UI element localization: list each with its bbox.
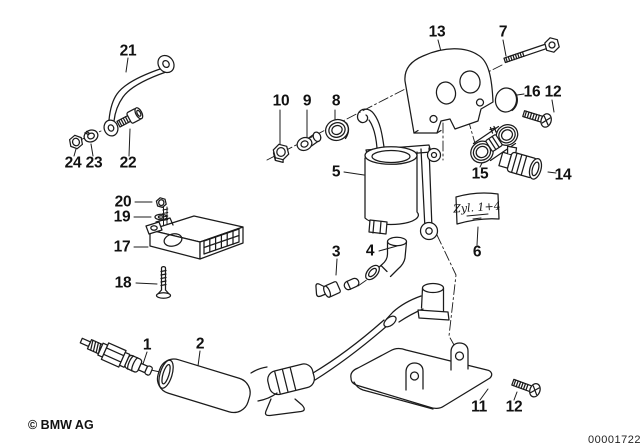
copyright-text: © BMW AG [28, 418, 94, 432]
nut-20-drawing [155, 197, 167, 209]
part-callout-4[interactable]: 4 [365, 242, 375, 260]
nut-24-drawing [68, 134, 84, 150]
nut-10-drawing [272, 143, 290, 164]
part-callout-18[interactable]: 18 [114, 274, 132, 292]
part-callout-23[interactable]: 23 [85, 154, 103, 172]
part-callout-20[interactable]: 20 [114, 193, 132, 211]
ground-strap-drawing [103, 54, 175, 137]
part-callout-24[interactable]: 24 [64, 154, 82, 172]
part-callout-19[interactable]: 19 [113, 208, 131, 226]
cylinder-tag-drawing [455, 192, 500, 225]
diagram-id-text: 00001722 [588, 434, 640, 446]
washer-23-drawing [83, 129, 99, 143]
grommet-8-drawing [325, 118, 350, 142]
part-callout-7[interactable]: 7 [498, 23, 508, 41]
bushing-9-drawing [296, 131, 322, 152]
screw-18-drawing [155, 265, 172, 299]
terminal-clip-drawing [315, 277, 360, 298]
part-callout-13[interactable]: 13 [428, 23, 446, 41]
part-callout-8[interactable]: 8 [331, 92, 341, 110]
cap-16-drawing [494, 87, 518, 113]
part-callout-3[interactable]: 3 [331, 243, 341, 261]
part-callout-5[interactable]: 5 [331, 163, 341, 181]
control-module-drawing [145, 215, 244, 260]
part-callout-6[interactable]: 6 [472, 243, 482, 261]
bolt-7-drawing [503, 37, 560, 64]
ignition-coil-drawing [356, 108, 442, 241]
cable-clamp-drawing [470, 124, 519, 164]
part-callout-11[interactable]: 11 [471, 398, 487, 416]
leader-lines [73, 39, 557, 401]
part-callout-10[interactable]: 10 [272, 92, 290, 110]
screw-22-drawing [116, 107, 144, 128]
part-callout-12[interactable]: 12 [505, 398, 523, 416]
part-callout-2[interactable]: 2 [195, 335, 205, 353]
screw-12-upper-drawing [522, 110, 552, 128]
screw-12-lower-drawing [511, 378, 541, 398]
part-callout-22[interactable]: 22 [119, 154, 137, 172]
cylinder-tag-text: Zyl. 1+4 [452, 199, 501, 215]
coil-boot-drawing [365, 236, 408, 281]
part-callout-17[interactable]: 17 [113, 238, 131, 256]
spark-plug-drawing [79, 337, 153, 376]
part-callout-1[interactable]: 1 [142, 336, 152, 354]
cover-plate-drawing [350, 342, 493, 410]
mounting-bracket-drawing [404, 48, 494, 134]
part-callout-12[interactable]: 12 [544, 83, 562, 101]
plug-connector-drawing [156, 282, 450, 417]
module-stud-drawing [162, 206, 169, 227]
part-callout-21[interactable]: 21 [119, 42, 137, 60]
part-callout-16[interactable]: 16 [523, 83, 541, 101]
part-callout-15[interactable]: 15 [471, 165, 489, 183]
part-callout-14[interactable]: 14 [554, 166, 572, 184]
part-callout-9[interactable]: 9 [302, 92, 312, 110]
cable-connector-drawing [498, 145, 543, 180]
